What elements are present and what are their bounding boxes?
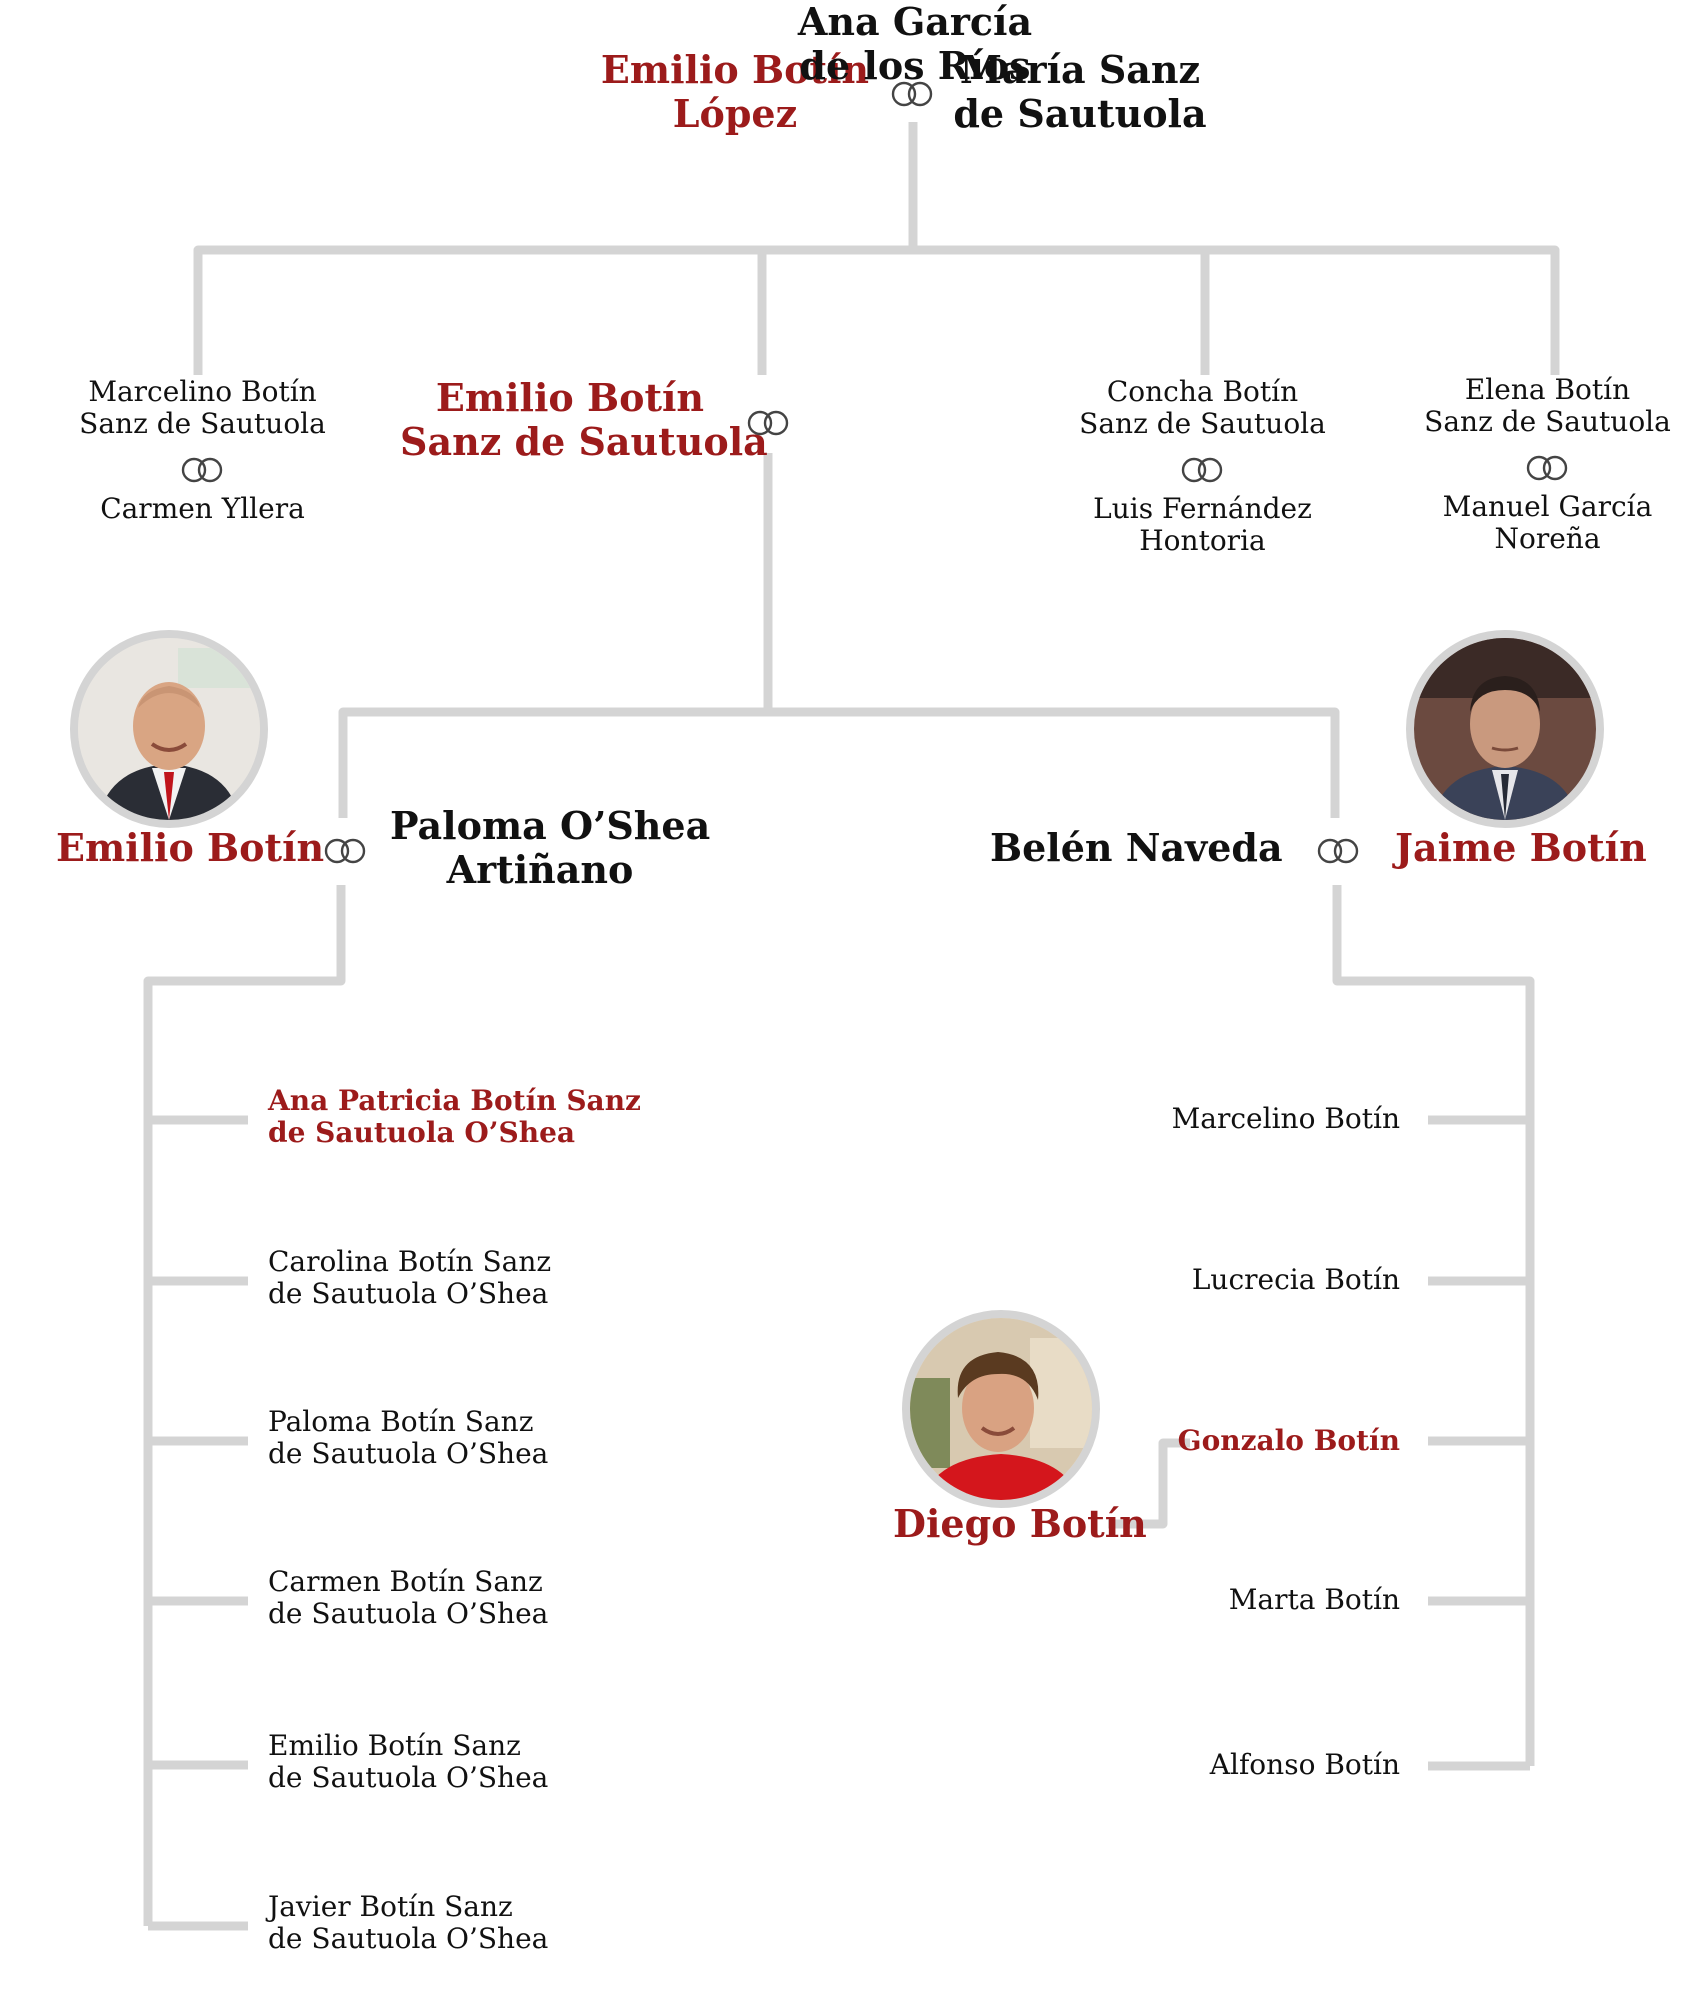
elena-gen2-spouse: Manuel García Noreña (1405, 490, 1690, 556)
connector-gen2-bar (193, 245, 1560, 375)
emilio-gen2-spouse: Ana García de los Ríos (795, 0, 1035, 87)
emilio-child-carolina: Carolina Botín Sanz de Sautuola O’Shea (268, 1245, 552, 1311)
emilio-gen3-spouse-line1: Paloma O’Shea (390, 803, 711, 848)
emilio-botin-portrait (70, 630, 268, 828)
matriarch-name-line2: de Sautuola (953, 90, 1207, 136)
emilio-botin-photo-illustration (78, 638, 260, 820)
emilio-child-javier: Javier Botín Sanz de Sautuola O’Shea (268, 1890, 549, 1956)
marcelino-gen2-spouse: Carmen Yllera (100, 492, 305, 525)
concha-gen2-line2: Sanz de Sautuola (1079, 407, 1326, 441)
emilio-child-3-line2: de Sautuola O’Shea (268, 1437, 549, 1471)
connector-jaime-children (1332, 885, 1535, 1766)
concha-gen2-line1: Concha Botín (1106, 375, 1299, 408)
jaime-botin-photo-illustration (1414, 638, 1596, 820)
jaime-child-lucrecia: Lucrecia Botín (1191, 1263, 1400, 1296)
matriarch-name: María Sanz de Sautuola (935, 48, 1225, 135)
jaime-botin-portrait (1406, 630, 1604, 828)
emilio-gen3-spouse-line2: Artiñano (446, 846, 634, 892)
elena-gen2-line1: Elena Botín (1464, 373, 1631, 406)
diego-name: Diego Botín (893, 1501, 1147, 1546)
marriage-rings-icon (747, 410, 789, 436)
jaime-child-alfonso: Alfonso Botín (1209, 1748, 1400, 1781)
emilio-child-3-line1: Paloma Botín Sanz (268, 1405, 534, 1438)
concha-gen2-spouse-line1: Luis Fernández (1093, 492, 1312, 525)
concha-gen2-name: Concha Botín Sanz de Sautuola (1060, 375, 1345, 441)
concha-gen2-spouse-line2: Hontoria (1139, 524, 1266, 558)
diego-botin-portrait (902, 1310, 1100, 1508)
emilio-child-1-line2: de Sautuola O’Shea (268, 1116, 576, 1150)
emilio-child-ana-patricia: Ana Patricia Botín Sanz de Sautuola O’Sh… (268, 1084, 641, 1150)
jaime-gen3-name: Jaime Botín (1395, 825, 1647, 870)
emilio-child-5-line2: de Sautuola O’Shea (268, 1761, 549, 1795)
emilio-gen3-spouse: Paloma O’Shea Artiñano (390, 803, 711, 892)
matriarch-name-line1: María Sanz (959, 47, 1201, 92)
marriage-rings-icon (891, 81, 933, 107)
emilio-child-6-line2: de Sautuola O’Shea (268, 1922, 549, 1956)
emilio-gen2-spouse-line1: Ana García (797, 0, 1033, 44)
elena-gen2-name: Elena Botín Sanz de Sautuola (1405, 373, 1690, 439)
marcelino-gen2-line1: Marcelino Botín (88, 375, 317, 408)
patriarch-name-line2: López (672, 90, 798, 136)
elena-gen2-spouse-line2: Noreña (1494, 522, 1601, 556)
emilio-gen3-name: Emilio Botín (56, 825, 325, 870)
connector-diego (1108, 1438, 1190, 1529)
marcelino-gen2-line2: Sanz de Sautuola (79, 407, 326, 441)
patriarch-name: Emilio Botín López (595, 48, 875, 135)
marriage-rings-icon (1317, 838, 1359, 864)
jaime-child-gonzalo: Gonzalo Botín (1177, 1424, 1400, 1457)
marriage-rings-icon (181, 457, 223, 483)
emilio-child-2-line2: de Sautuola O’Shea (268, 1277, 549, 1311)
patriarch-name-line1: Emilio Botín (600, 47, 870, 92)
jaime-gen3-spouse: Belén Naveda (990, 825, 1283, 870)
jaime-child-marta: Marta Botín (1228, 1583, 1400, 1616)
emilio-child-6-line1: Javier Botín Sanz (268, 1890, 513, 1923)
emilio-child-2-line1: Carolina Botín Sanz (268, 1245, 552, 1278)
connector-emilio-children (143, 885, 346, 1926)
jaime-child-marcelino: Marcelino Botín (1171, 1102, 1400, 1135)
emilio-child-carmen: Carmen Botín Sanz de Sautuola O’Shea (268, 1565, 549, 1631)
marcelino-gen2-name: Marcelino Botín Sanz de Sautuola (60, 375, 345, 441)
emilio-child-emilio: Emilio Botín Sanz de Sautuola O’Shea (268, 1729, 549, 1795)
concha-gen2-spouse: Luis Fernández Hontoria (1060, 492, 1345, 558)
emilio-child-5-line1: Emilio Botín Sanz (268, 1729, 521, 1762)
emilio-gen2-line2: Sanz de Sautuola (400, 418, 768, 464)
marriage-rings-icon (1526, 455, 1568, 481)
emilio-gen2-spouse-line2: de los Ríos (799, 42, 1031, 88)
emilio-child-4-line1: Carmen Botín Sanz (268, 1565, 543, 1598)
marriage-rings-icon (324, 838, 366, 864)
diego-botin-photo-illustration (910, 1318, 1092, 1500)
emilio-child-paloma: Paloma Botín Sanz de Sautuola O’Shea (268, 1405, 549, 1471)
emilio-child-4-line2: de Sautuola O’Shea (268, 1597, 549, 1631)
emilio-gen2-name: Emilio Botín Sanz de Sautuola (400, 375, 768, 464)
elena-gen2-line2: Sanz de Sautuola (1424, 405, 1671, 439)
emilio-gen2-line1: Emilio Botín (435, 375, 705, 420)
marriage-rings-icon (1181, 457, 1223, 483)
connector-gen3-bar (338, 707, 1340, 818)
elena-gen2-spouse-line1: Manuel García (1442, 490, 1653, 523)
emilio-child-1-line1: Ana Patricia Botín Sanz (268, 1084, 641, 1117)
